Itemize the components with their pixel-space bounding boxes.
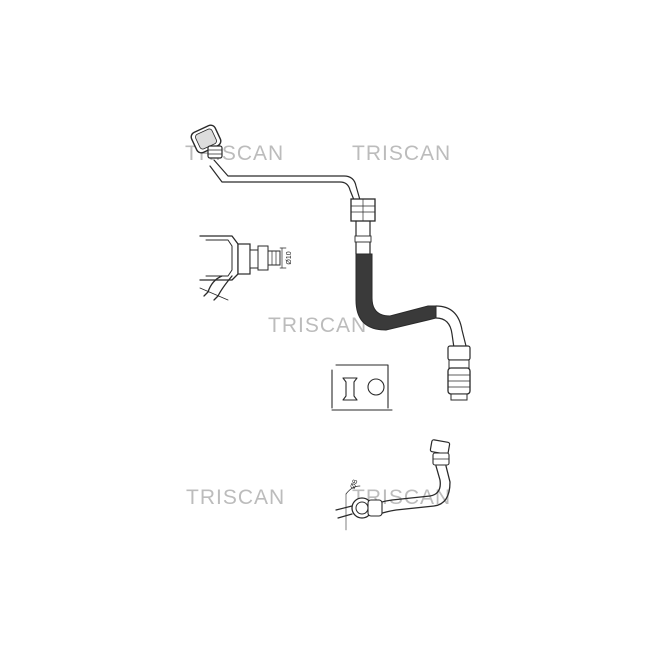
dimension-label-bottom: Ø8 (350, 479, 360, 490)
bottom-tube-detail: Ø8 (335, 439, 451, 531)
lower-connector-fitting (447, 345, 471, 401)
flexible-hose (355, 253, 437, 331)
watermark-center: TRISCAN (268, 314, 367, 337)
top-connector-fitting (190, 124, 223, 159)
connector-detail: Ø10 (199, 235, 293, 301)
watermark-top-right: TRISCAN (352, 142, 451, 165)
dimension-label-connector: Ø10 (286, 251, 293, 264)
watermark-bottom-left: TRISCAN (186, 486, 285, 509)
cross-section-detail (331, 364, 393, 411)
main-brake-pipe (190, 124, 471, 401)
crimp-fitting (350, 198, 376, 222)
